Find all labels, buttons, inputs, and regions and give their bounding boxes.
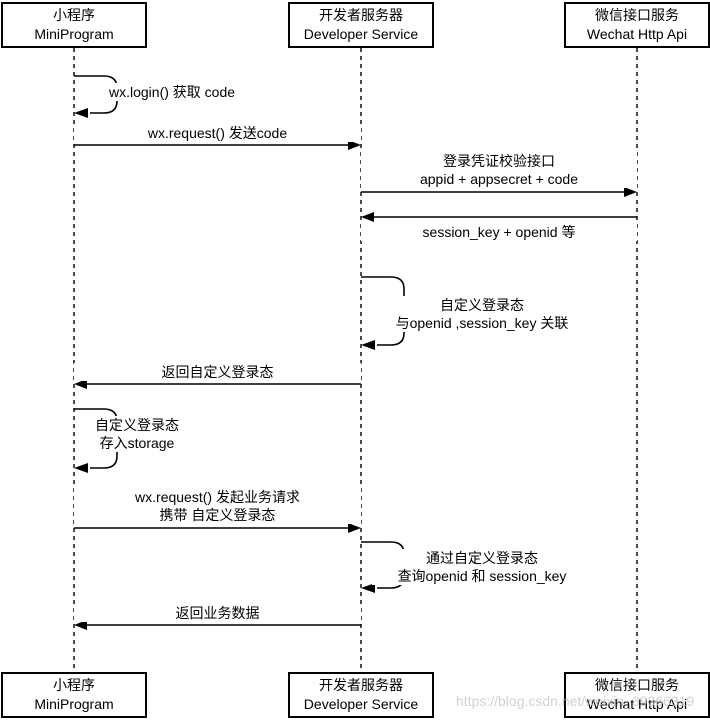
actor-box-developer-top: 开发者服务器 Developer Service <box>288 2 434 48</box>
actor-name-en: MiniProgram <box>34 26 114 42</box>
actor-name-cn: 小程序 <box>53 677 95 693</box>
message-label-wx-login: wx.login() 获取 code <box>106 83 239 101</box>
actor-box-miniprogram-bottom: 小程序 MiniProgram <box>1 672 147 718</box>
arrowhead-left-icon <box>74 463 88 473</box>
arrow-return-business-data <box>74 620 361 630</box>
arrow-send-code <box>74 140 361 150</box>
actor-name-en: Wechat Http Api <box>586 26 688 42</box>
actor-box-wechat-bottom: 微信接口服务 Wechat Http Api <box>564 672 710 718</box>
arrowhead-left-icon <box>74 620 87 630</box>
message-label-custom-login-state: 自定义登录态 与openid ,session_key 关联 <box>372 296 592 332</box>
actor-name-en: Wechat Http Api <box>586 696 688 712</box>
arrowhead-right-icon <box>624 187 637 197</box>
message-label-store-storage: 自定义登录态 存入storage <box>82 416 192 452</box>
actor-box-wechat-top: 微信接口服务 Wechat Http Api <box>564 2 710 48</box>
arrow-business-request <box>74 523 361 533</box>
actor-name-en: Developer Service <box>303 696 419 712</box>
watermark-url: https://blog.csdn.net/weixin_39366319 <box>456 693 695 709</box>
arrowhead-right-icon <box>348 523 361 533</box>
message-label-credential-check: 登录凭证校验接口 appid + appsecret + code <box>361 152 637 188</box>
message-label-business-request: wx.request() 发起业务请求 携带 自定义登录态 <box>74 488 361 524</box>
arrow-session-key <box>361 212 637 222</box>
actor-name-cn: 小程序 <box>53 7 95 23</box>
arrowhead-left-icon <box>74 379 87 389</box>
arrow-credential-check <box>361 187 637 197</box>
actor-name-cn: 开发者服务器 <box>319 677 403 693</box>
arrowhead-left-icon <box>361 340 375 350</box>
message-label-send-code: wx.request() 发送code <box>74 124 361 142</box>
arrow-return-login-state <box>74 379 361 389</box>
actor-name-en: MiniProgram <box>34 696 114 712</box>
arrowhead-right-icon <box>348 140 361 150</box>
actor-name-cn: 开发者服务器 <box>319 7 403 23</box>
arrowhead-left-icon <box>74 108 88 118</box>
message-label-query-openid: 通过自定义登录态 查询openid 和 session_key <box>372 549 592 585</box>
actor-box-developer-bottom: 开发者服务器 Developer Service <box>288 672 434 718</box>
actor-box-miniprogram-top: 小程序 MiniProgram <box>1 2 147 48</box>
message-label-session-key: session_key + openid 等 <box>361 223 637 241</box>
actor-name-cn: 微信接口服务 <box>595 7 679 23</box>
arrowhead-left-icon <box>361 212 374 222</box>
message-label-return-login-state: 返回自定义登录态 <box>74 363 361 381</box>
actor-name-en: Developer Service <box>303 26 419 42</box>
actor-name-cn: 微信接口服务 <box>595 677 679 693</box>
message-label-return-business-data: 返回业务数据 <box>74 604 361 622</box>
arrowhead-left-icon <box>361 583 375 593</box>
